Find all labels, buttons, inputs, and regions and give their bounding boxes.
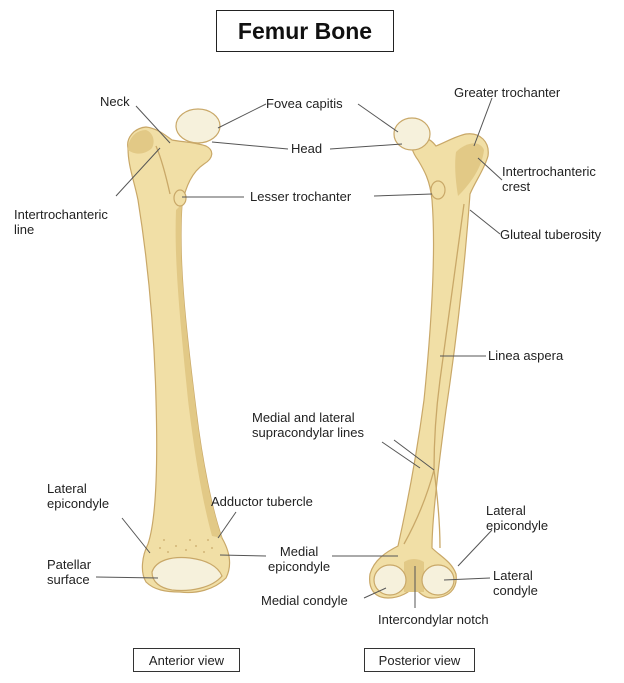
anterior-femur bbox=[127, 108, 231, 594]
label-intercondylar-notch: Intercondylar notch bbox=[378, 612, 489, 627]
label-adductor-tubercle: Adductor tubercle bbox=[211, 494, 313, 509]
diagram-title: Femur Bone bbox=[237, 17, 373, 44]
label-intertrochanteric-line: Intertrochanteric line bbox=[14, 207, 108, 237]
label-neck: Neck bbox=[100, 94, 130, 109]
leader-lines bbox=[95, 97, 503, 608]
posterior-intercondylar-shade bbox=[404, 559, 424, 592]
posterior-head bbox=[393, 117, 431, 151]
label-lateral-epicondyle-anterior: Lateral epicondyle bbox=[47, 481, 110, 511]
title-box: Femur Bone bbox=[216, 10, 394, 52]
label-supracondylar-lines: Medial and lateral supracondylar lines bbox=[252, 410, 365, 440]
label-patellar-surface: Patellar surface bbox=[47, 557, 92, 587]
anterior-intertrochanteric-line bbox=[155, 145, 171, 195]
label-greater-trochanter: Greater trochanter bbox=[454, 85, 561, 100]
label-intertrochanteric-crest: Intertrochanteric crest bbox=[502, 164, 596, 194]
label-medial-epicondyle: Medial epicondyle bbox=[268, 544, 331, 574]
posterior-medial-condyle bbox=[373, 564, 407, 596]
posterior-lesser-trochanter bbox=[430, 180, 446, 200]
label-lateral-epicondyle-posterior: Lateral epicondyle bbox=[486, 503, 549, 533]
posterior-femur-body bbox=[369, 133, 489, 599]
label-linea-aspera: Linea aspera bbox=[488, 348, 564, 363]
label-lesser-trochanter: Lesser trochanter bbox=[250, 189, 352, 204]
anterior-shaft-shade bbox=[175, 204, 222, 538]
posterior-intertrochanteric-crest bbox=[455, 143, 484, 196]
anterior-greater-trochanter bbox=[128, 130, 154, 154]
anterior-patellar-surface bbox=[151, 556, 223, 592]
anterior-view-caption: Anterior view bbox=[133, 648, 240, 672]
posterior-view-caption: Posterior view bbox=[364, 648, 475, 672]
label-lateral-condyle: Lateral condyle bbox=[493, 568, 538, 598]
anterior-condyle-dots bbox=[159, 539, 213, 553]
label-head: Head bbox=[291, 141, 323, 156]
posterior-supracondylar-lines bbox=[403, 469, 441, 549]
label-gluteal-tuberosity: Gluteal tuberosity bbox=[500, 227, 602, 242]
label-fovea-capitis: Fovea capitis bbox=[266, 96, 343, 111]
anterior-head bbox=[175, 108, 221, 144]
posterior-linea-aspera bbox=[433, 203, 465, 471]
posterior-femur bbox=[369, 117, 489, 599]
label-medial-condyle: Medial condyle bbox=[261, 593, 348, 608]
anterior-lesser-trochanter bbox=[173, 189, 187, 207]
